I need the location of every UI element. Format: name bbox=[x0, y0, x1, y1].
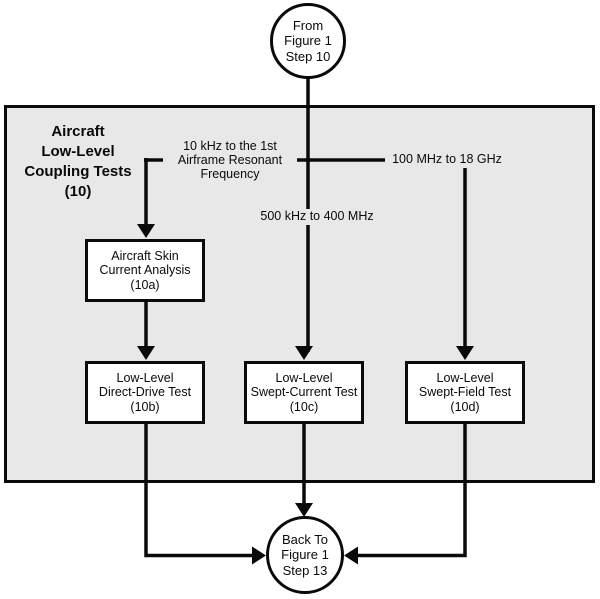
arrowhead-into-end-left bbox=[252, 546, 266, 565]
box-line: Low-Level bbox=[436, 370, 494, 385]
box-line: Current Analysis bbox=[99, 263, 191, 278]
arrowhead-into-end-top bbox=[295, 503, 313, 517]
box-line: (10b) bbox=[130, 399, 160, 414]
panel-title-line: Aircraft bbox=[51, 123, 105, 140]
process-box-10a-aircraft-skin-current-analysis: Aircraft Skin Current Analysis (10a) bbox=[85, 239, 205, 302]
arrowhead-into-10d bbox=[456, 346, 474, 360]
box-line: Low-Level bbox=[275, 370, 333, 385]
label-line: Airframe Resonant bbox=[177, 153, 283, 167]
box-line: (10c) bbox=[289, 399, 319, 414]
end-node-line: Step 13 bbox=[282, 562, 328, 578]
start-node-line: Figure 1 bbox=[284, 33, 332, 49]
process-box-10c-low-level-swept-current-test: Low-Level Swept-Current Test (10c) bbox=[244, 361, 364, 424]
box-line: (10d) bbox=[450, 399, 480, 414]
label-line: Frequency bbox=[200, 167, 260, 181]
panel-title: Aircraft Low-Level Coupling Tests (10) bbox=[8, 122, 148, 202]
label-right-branch-frequency: 100 MHz to 18 GHz bbox=[385, 152, 509, 168]
arrowhead-into-10c bbox=[295, 346, 313, 360]
box-line: Swept-Current Test bbox=[250, 385, 358, 400]
wire-10d-to-end bbox=[352, 420, 467, 558]
panel-title-line: Coupling Tests bbox=[24, 163, 132, 180]
start-node-line: From bbox=[292, 17, 324, 33]
end-node: Back To Figure 1 Step 13 bbox=[266, 516, 344, 594]
panel-title-line: (10) bbox=[64, 183, 92, 200]
box-line: Low-Level bbox=[116, 370, 174, 385]
arrowhead-into-10a bbox=[137, 224, 155, 238]
box-line: Aircraft Skin bbox=[111, 248, 179, 263]
label-center-branch-frequency: 500 kHz to 400 MHz bbox=[245, 209, 389, 225]
arrowhead-into-10b bbox=[137, 346, 155, 360]
start-node-line: Step 10 bbox=[285, 48, 331, 64]
label-left-branch-frequency: 10 kHz to the 1st Airframe Resonant Freq… bbox=[163, 139, 297, 181]
wire-10b-to-end bbox=[144, 420, 258, 558]
start-node: From Figure 1 Step 10 bbox=[270, 3, 346, 79]
box-line: Direct-Drive Test bbox=[98, 385, 192, 400]
panel-title-line: Low-Level bbox=[41, 143, 115, 160]
end-node-line: Figure 1 bbox=[281, 547, 329, 563]
arrowhead-into-end-right bbox=[344, 546, 358, 565]
box-line: Swept-Field Test bbox=[418, 385, 512, 400]
label-line: 10 kHz to the 1st bbox=[183, 139, 277, 153]
process-box-10b-low-level-direct-drive-test: Low-Level Direct-Drive Test (10b) bbox=[85, 361, 205, 424]
box-line: (10a) bbox=[130, 277, 160, 292]
process-box-10d-low-level-swept-field-test: Low-Level Swept-Field Test (10d) bbox=[405, 361, 525, 424]
end-node-line: Back To bbox=[281, 531, 328, 547]
